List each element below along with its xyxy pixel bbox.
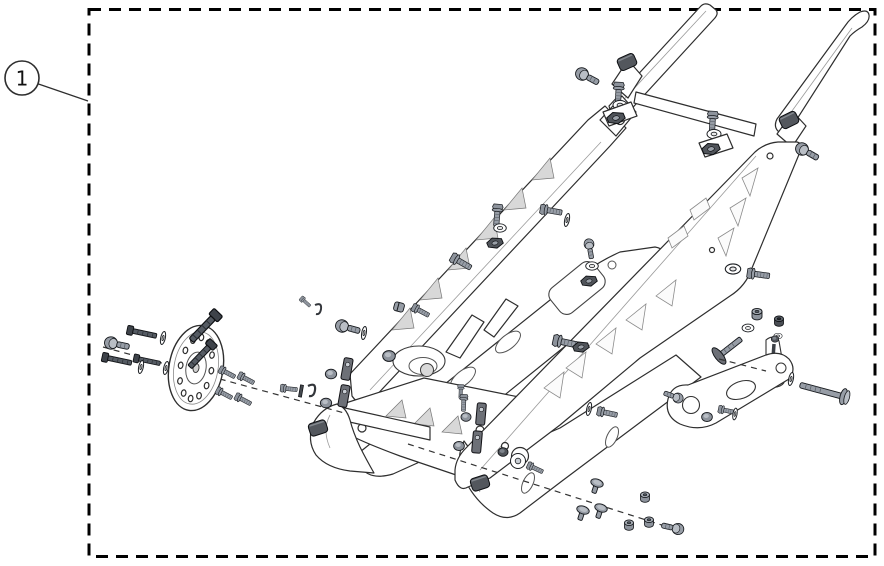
shoulder-bolt-icon — [660, 519, 686, 537]
right-side-plate — [454, 141, 803, 490]
nut-icon — [624, 519, 634, 531]
nut-icon — [644, 516, 654, 528]
nut-icon — [751, 307, 763, 321]
funnel-mount — [392, 345, 446, 377]
socket-bolt-icon — [132, 353, 162, 368]
flat-head-bolt-icon — [711, 336, 743, 365]
washer-icon — [360, 325, 368, 341]
washer-icon — [493, 223, 507, 233]
washer-icon — [741, 323, 755, 333]
flange-bolt-icon — [333, 317, 362, 338]
socket-bolt-icon — [100, 351, 133, 368]
axis-line-disc — [102, 346, 349, 415]
callout-leader-line — [38, 83, 89, 102]
axis-line-rocker — [718, 358, 767, 372]
bottom-hardware-group — [573, 476, 686, 537]
kit-boundary-dashed-border — [87, 8, 877, 558]
flat-screw-icon — [591, 501, 609, 521]
top-hardware-group — [572, 51, 822, 165]
hex-bolt-icon — [233, 391, 254, 408]
spacer-pin-icon — [298, 384, 304, 398]
hex-bolt-icon — [236, 370, 257, 387]
mount-disc-group — [100, 307, 317, 412]
mount-strip-icon — [475, 402, 487, 426]
front-strut — [483, 298, 519, 338]
axis-line-bottom — [407, 443, 669, 528]
hex-bolt-icon — [279, 383, 298, 395]
washer-icon — [585, 261, 599, 271]
lock-nut-icon — [774, 315, 784, 327]
rocker-link-assembly — [662, 307, 851, 429]
grommet-icon — [724, 263, 742, 275]
plug-icon — [382, 350, 396, 362]
washer-hole — [514, 457, 522, 465]
flange-bolt-icon — [792, 139, 822, 165]
clip-icon — [314, 303, 323, 316]
slotted-spacer-icon — [393, 301, 405, 313]
rail-hardware-group — [333, 203, 771, 421]
callout-balloon[interactable] — [4, 60, 40, 96]
cross-tube — [633, 91, 757, 137]
clip-icon — [307, 383, 317, 398]
tunnel-hardware-group — [306, 356, 545, 493]
washer-icon — [158, 330, 168, 346]
pin-head-icon — [770, 335, 780, 343]
rocker-arm-body — [666, 352, 794, 429]
screw-icon — [298, 295, 313, 309]
front-strut — [445, 314, 485, 359]
plug-icon — [319, 397, 333, 409]
nut-icon — [640, 491, 650, 503]
mount-strip-icon — [471, 430, 483, 454]
plug-icon — [460, 412, 472, 422]
flange-bolt-icon — [582, 237, 597, 260]
callout-1[interactable]: 1 — [4, 60, 89, 102]
washer-icon — [562, 212, 572, 228]
flat-screw-icon — [573, 503, 591, 523]
plug-icon — [453, 440, 465, 452]
plug-icon — [324, 368, 338, 380]
socket-plug-icon — [497, 447, 509, 457]
socket-bolt-icon — [125, 324, 158, 341]
flat-screw-icon — [587, 476, 605, 496]
callout-label: 1 — [16, 67, 29, 91]
long-pivot-bolt-icon — [799, 382, 851, 406]
hex-bolt-icon — [746, 267, 771, 282]
flange-bolt-icon — [572, 65, 602, 89]
plug-icon — [701, 411, 713, 423]
hex-bolt-icon — [214, 385, 235, 402]
